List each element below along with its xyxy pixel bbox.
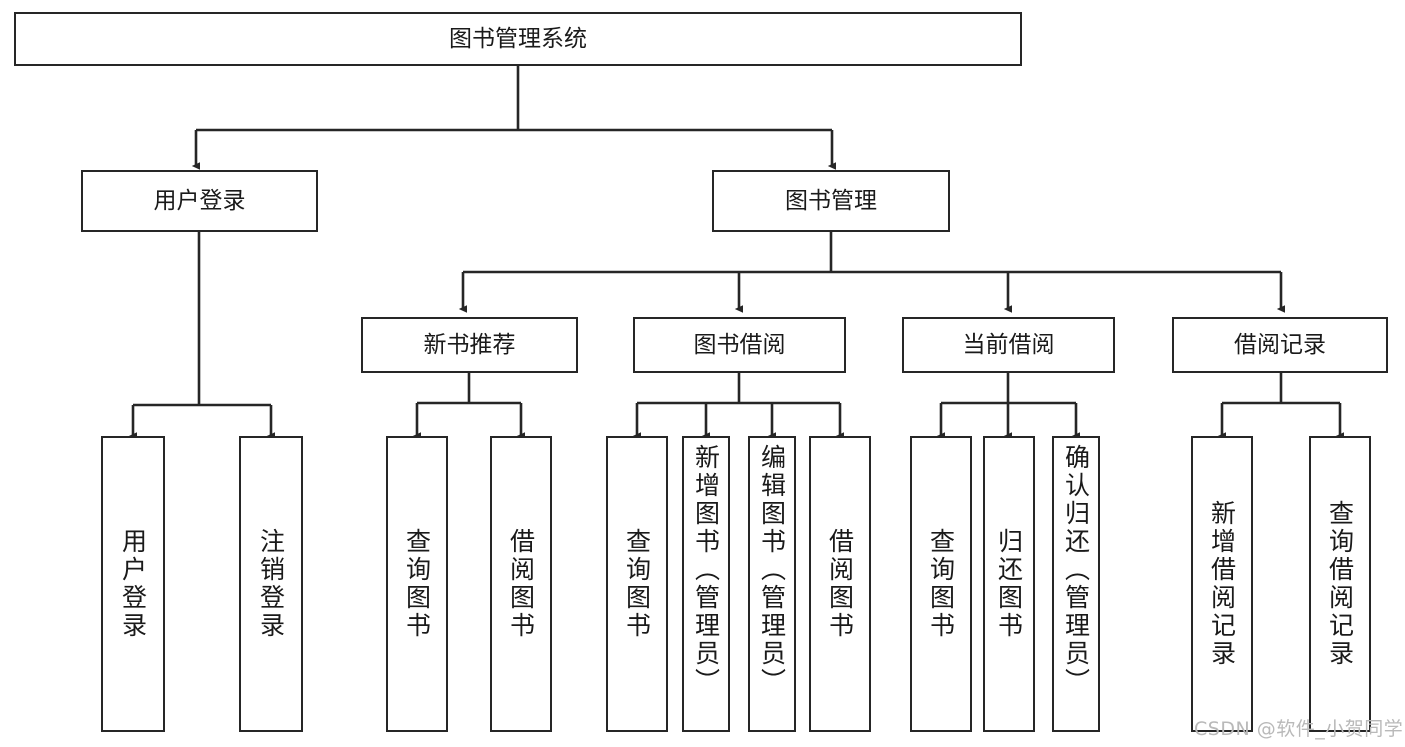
leaf-logout-login[interactable]: 注销登录	[239, 436, 303, 732]
leaf-query-borrow-record[interactable]: 查询借阅记录	[1309, 436, 1371, 732]
leaf-add-borrow-record[interactable]: 新增借阅记录	[1191, 436, 1253, 732]
node-label: 借阅记录	[1234, 331, 1326, 358]
node-label: 图书管理系统	[449, 25, 587, 52]
node-book-borrowing[interactable]: 图书借阅	[633, 317, 846, 373]
node-book-management[interactable]: 图书管理	[712, 170, 950, 232]
node-label: 注销登录	[256, 528, 286, 640]
node-label: 用户登录	[118, 528, 148, 640]
node-label: 借阅图书	[825, 528, 855, 640]
leaf-user-login[interactable]: 用户登录	[101, 436, 165, 732]
node-label: 归还图书	[994, 528, 1024, 640]
node-label: 新增图书（管理员）	[691, 444, 721, 696]
leaf-query-book-borrow[interactable]: 查询图书	[606, 436, 668, 732]
leaf-query-book-newbook[interactable]: 查询图书	[386, 436, 448, 732]
node-label: 确认归还（管理员）	[1061, 444, 1091, 696]
node-new-book-recommendation[interactable]: 新书推荐	[361, 317, 578, 373]
node-label: 新增借阅记录	[1207, 500, 1237, 668]
node-label: 查询图书	[622, 528, 652, 640]
node-user-login[interactable]: 用户登录	[81, 170, 318, 232]
leaf-return-book[interactable]: 归还图书	[983, 436, 1035, 732]
leaf-edit-book-admin[interactable]: 编辑图书（管理员）	[748, 436, 796, 732]
node-borrowing-record[interactable]: 借阅记录	[1172, 317, 1388, 373]
leaf-borrow-book-borrow[interactable]: 借阅图书	[809, 436, 871, 732]
csdn-watermark: CSDN @软件_小贺同学	[1194, 718, 1404, 740]
node-label: 查询图书	[402, 528, 432, 640]
leaf-add-book-admin[interactable]: 新增图书（管理员）	[682, 436, 730, 732]
leaf-confirm-return-admin[interactable]: 确认归还（管理员）	[1052, 436, 1100, 732]
leaf-query-book-current[interactable]: 查询图书	[910, 436, 972, 732]
node-label: 查询借阅记录	[1325, 500, 1355, 668]
node-label: 借阅图书	[506, 528, 536, 640]
node-label: 图书借阅	[693, 331, 786, 358]
node-current-borrowing[interactable]: 当前借阅	[902, 317, 1115, 373]
node-label: 查询图书	[926, 528, 956, 640]
node-label: 编辑图书（管理员）	[757, 444, 787, 696]
leaf-borrow-book-newbook[interactable]: 借阅图书	[490, 436, 552, 732]
node-label: 图书管理	[785, 187, 877, 214]
node-label: 当前借阅	[962, 331, 1055, 358]
node-label: 用户登录	[153, 187, 246, 214]
node-label: 新书推荐	[423, 331, 516, 358]
node-root-book-management-system[interactable]: 图书管理系统	[14, 12, 1022, 66]
